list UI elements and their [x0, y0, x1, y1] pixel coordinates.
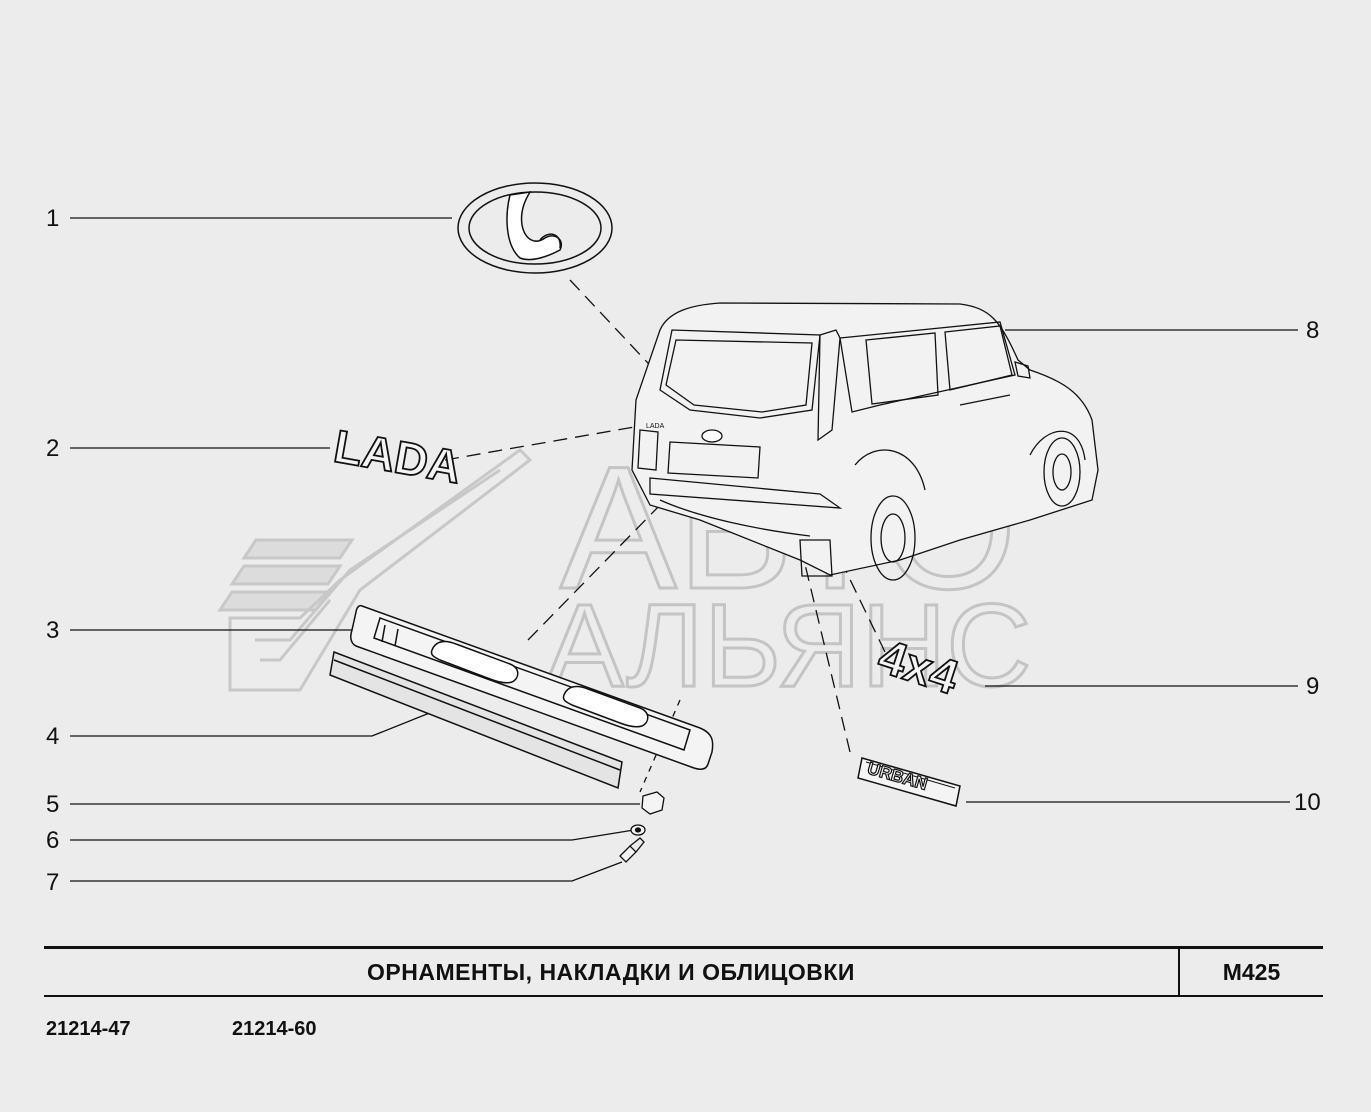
- page-title: ОРНАМЕНТЫ, НАКЛАДКИ И ОБЛИЦОВКИ: [367, 959, 855, 985]
- callout-1: 1: [46, 205, 60, 232]
- leader-lines: [70, 217, 1298, 882]
- watermark-line2: АЛЬЯНС: [545, 580, 1032, 712]
- emblem-part: [457, 182, 613, 274]
- license-trim-part: [350, 604, 714, 770]
- callout-3: 3: [46, 617, 60, 644]
- title-bar: ОРНАМЕНТЫ, НАКЛАДКИ И ОБЛИЦОВКИ М425: [44, 946, 1323, 997]
- screw-part: [619, 845, 637, 863]
- callout-4: 4: [46, 723, 60, 750]
- callout-8: 8: [1306, 317, 1320, 344]
- callout-9: 9: [1306, 673, 1320, 700]
- clip-part: [641, 791, 665, 815]
- model-code-2: 21214-60: [232, 1018, 317, 1040]
- page-code: М425: [1222, 959, 1281, 985]
- callout-2: 2: [46, 435, 60, 462]
- watermark-logo: [217, 448, 533, 692]
- callout-10: 10: [1294, 789, 1321, 816]
- callout-6: 6: [46, 827, 60, 854]
- lada-nameplate-part: LADA: [329, 419, 466, 494]
- vehicle-part: LADA: [631, 302, 1099, 581]
- callout-5: 5: [46, 791, 60, 818]
- title-divider: [1178, 949, 1180, 995]
- lada-nameplate-text: LADA: [330, 420, 465, 493]
- model-code-1: 21214-47: [46, 1018, 131, 1040]
- fasteners: [619, 791, 665, 863]
- trim-strip-part: [329, 650, 623, 790]
- vehicle-small-lada: LADA: [646, 423, 665, 430]
- badge-urban-part: URBAN: [857, 757, 961, 807]
- callout-7: 7: [46, 869, 60, 896]
